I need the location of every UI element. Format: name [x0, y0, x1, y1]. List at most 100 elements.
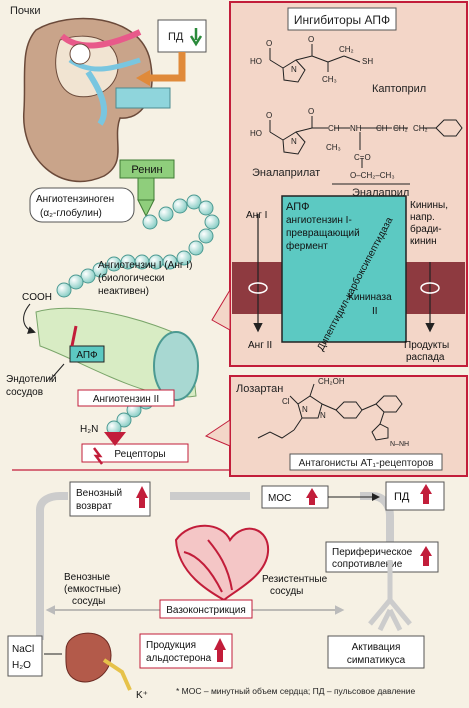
enalaprilat-label: Эналаприлат — [252, 167, 320, 179]
vasoconstriction-label: Вазоконстрикция — [166, 605, 246, 616]
ace-inhibitors-panel: Ингибиторы АПФ HO O O N CH₂ SH CH₃ Капто… — [211, 1, 468, 367]
svg-text:N: N — [302, 405, 308, 414]
svg-text:сопротивление: сопротивление — [332, 559, 403, 570]
pd-top-label: ПД — [168, 31, 184, 43]
svg-text:напр.: напр. — [410, 212, 435, 223]
svg-text:O: O — [308, 35, 314, 44]
svg-text:ангиотензин I-: ангиотензин I- — [286, 215, 352, 226]
svg-text:Cl: Cl — [282, 397, 290, 406]
svg-text:(α₂-глобулин): (α₂-глобулин) — [40, 207, 102, 219]
svg-text:SH: SH — [362, 57, 373, 66]
svg-text:N–NH: N–NH — [390, 441, 409, 448]
svg-text:II: II — [372, 306, 378, 317]
svg-text:NH: NH — [350, 124, 362, 133]
increase-arrow-icon — [214, 638, 226, 650]
svg-text:N: N — [320, 411, 326, 420]
decrease-arrow-icon — [189, 28, 203, 47]
svg-text:Активация: Активация — [352, 642, 401, 653]
hemodynamics-section: Венозный возврат МОС ПД Периферическое с… — [7, 481, 445, 701]
increase-arrow-icon — [306, 488, 318, 498]
amino-acid-bead — [172, 198, 188, 214]
amino-acid-bead — [198, 200, 214, 216]
svg-text:Ангиотензин I (Анг I): Ангиотензин I (Анг I) — [98, 260, 192, 271]
enalapril-structure — [269, 116, 463, 168]
svg-text:фермент: фермент — [286, 240, 328, 252]
amino-acid-bead — [92, 262, 108, 278]
amino-acid-bead — [80, 268, 96, 284]
losartan-label: Лозартан — [236, 383, 283, 395]
svg-text:кинин: кинин — [410, 236, 437, 247]
cooh-label: COOH — [22, 292, 52, 303]
svg-text:превращающий: превращающий — [286, 228, 360, 239]
svg-text:N: N — [291, 65, 297, 74]
svg-text:O–CH₂–CH₃: O–CH₂–CH₃ — [350, 171, 395, 180]
receptor-icon — [104, 432, 126, 446]
svg-text:Венозный: Венозный — [76, 488, 122, 499]
pd-bottom-label: ПД — [394, 491, 410, 503]
amino-acid-bead — [56, 282, 72, 298]
ang2-label: Ангиотензин II — [93, 394, 159, 405]
svg-text:C=O: C=O — [354, 153, 371, 162]
svg-text:Эндотелий: Эндотелий — [6, 374, 57, 385]
svg-text:возврат: возврат — [76, 501, 112, 512]
svg-text:неактивен): неактивен) — [98, 286, 149, 297]
orange-arrow-icon — [136, 70, 150, 86]
svg-text:распада: распада — [406, 352, 445, 363]
apf-small-label: АПФ — [76, 350, 98, 361]
svg-text:CH₂OH: CH₂OH — [318, 377, 345, 386]
svg-text:CH₃: CH₃ — [322, 75, 337, 84]
renin-label: Ренин — [131, 164, 162, 176]
footnote: * МОС – минутный объем сердца; ПД – пуль… — [176, 686, 415, 696]
svg-text:Продукты: Продукты — [404, 340, 449, 351]
svg-text:HO: HO — [250, 57, 262, 66]
svg-text:Резистентные: Резистентные — [262, 574, 328, 585]
ang2-short-label: Анг II — [248, 340, 272, 351]
at1-antagonists-label: Антагонисты AT₁-рецепторов — [299, 458, 434, 469]
svg-text:Продукция: Продукция — [146, 640, 196, 651]
svg-text:N: N — [291, 137, 297, 146]
svg-text:сосуды: сосуды — [270, 586, 303, 597]
svg-text:Венозные: Венозные — [64, 572, 110, 583]
inhibitors-title: Ингибиторы АПФ — [294, 13, 390, 27]
svg-text:O: O — [308, 107, 314, 116]
amino-acid-bead — [142, 214, 158, 230]
h2n-label: H₂N — [80, 424, 98, 435]
amino-acid-bead — [198, 228, 214, 244]
svg-text:АПФ: АПФ — [286, 201, 309, 213]
amino-acid-bead — [68, 274, 84, 290]
increase-arrow-icon — [420, 484, 432, 494]
captopril-label: Каптоприл — [372, 83, 426, 95]
amino-acid-bead — [158, 206, 174, 222]
svg-text:(биологически: (биологически — [98, 272, 164, 284]
svg-text:сосудов: сосудов — [6, 387, 43, 398]
lightning-icon — [93, 447, 103, 465]
increase-arrow-icon — [420, 546, 432, 556]
svg-text:(емкостные): (емкостные) — [64, 584, 121, 595]
captopril-structure — [269, 44, 361, 83]
svg-text:O: O — [266, 39, 272, 48]
svg-text:O: O — [266, 111, 272, 120]
svg-text:симпатикуса: симпатикуса — [347, 655, 406, 666]
svg-text:CH₂: CH₂ — [339, 45, 354, 54]
svg-text:CH₃: CH₃ — [326, 143, 341, 152]
svg-text:альдостерона: альдостерона — [146, 653, 212, 664]
svg-text:Кининаза: Кининаза — [348, 292, 392, 303]
amino-acid-bead — [204, 214, 220, 230]
svg-text:CH₂: CH₂ — [413, 124, 428, 133]
amino-acid-bead — [186, 194, 202, 210]
k-plus-label: K⁺ — [136, 690, 148, 701]
svg-text:сосуды: сосуды — [72, 596, 105, 607]
ace-enzyme-box: АПФ ангиотензин I- превращающий фермент … — [281, 195, 407, 353]
amino-acid-bead — [116, 412, 132, 428]
receptors-label: Рецепторы — [114, 449, 165, 460]
losartan-panel: Лозартан Cl CH₂OH N N N–NH Антагонисты A… — [204, 375, 468, 477]
svg-text:Ангиотензиноген: Ангиотензиноген — [36, 194, 114, 205]
ang1-short-label: Анг I — [246, 210, 267, 221]
amino-acid-bead — [176, 250, 192, 266]
amino-acid-bead — [106, 256, 122, 272]
svg-text:CH: CH — [376, 124, 388, 133]
svg-text:CH: CH — [328, 124, 340, 133]
svg-text:HO: HO — [250, 129, 262, 138]
increase-arrow-icon — [136, 486, 148, 498]
